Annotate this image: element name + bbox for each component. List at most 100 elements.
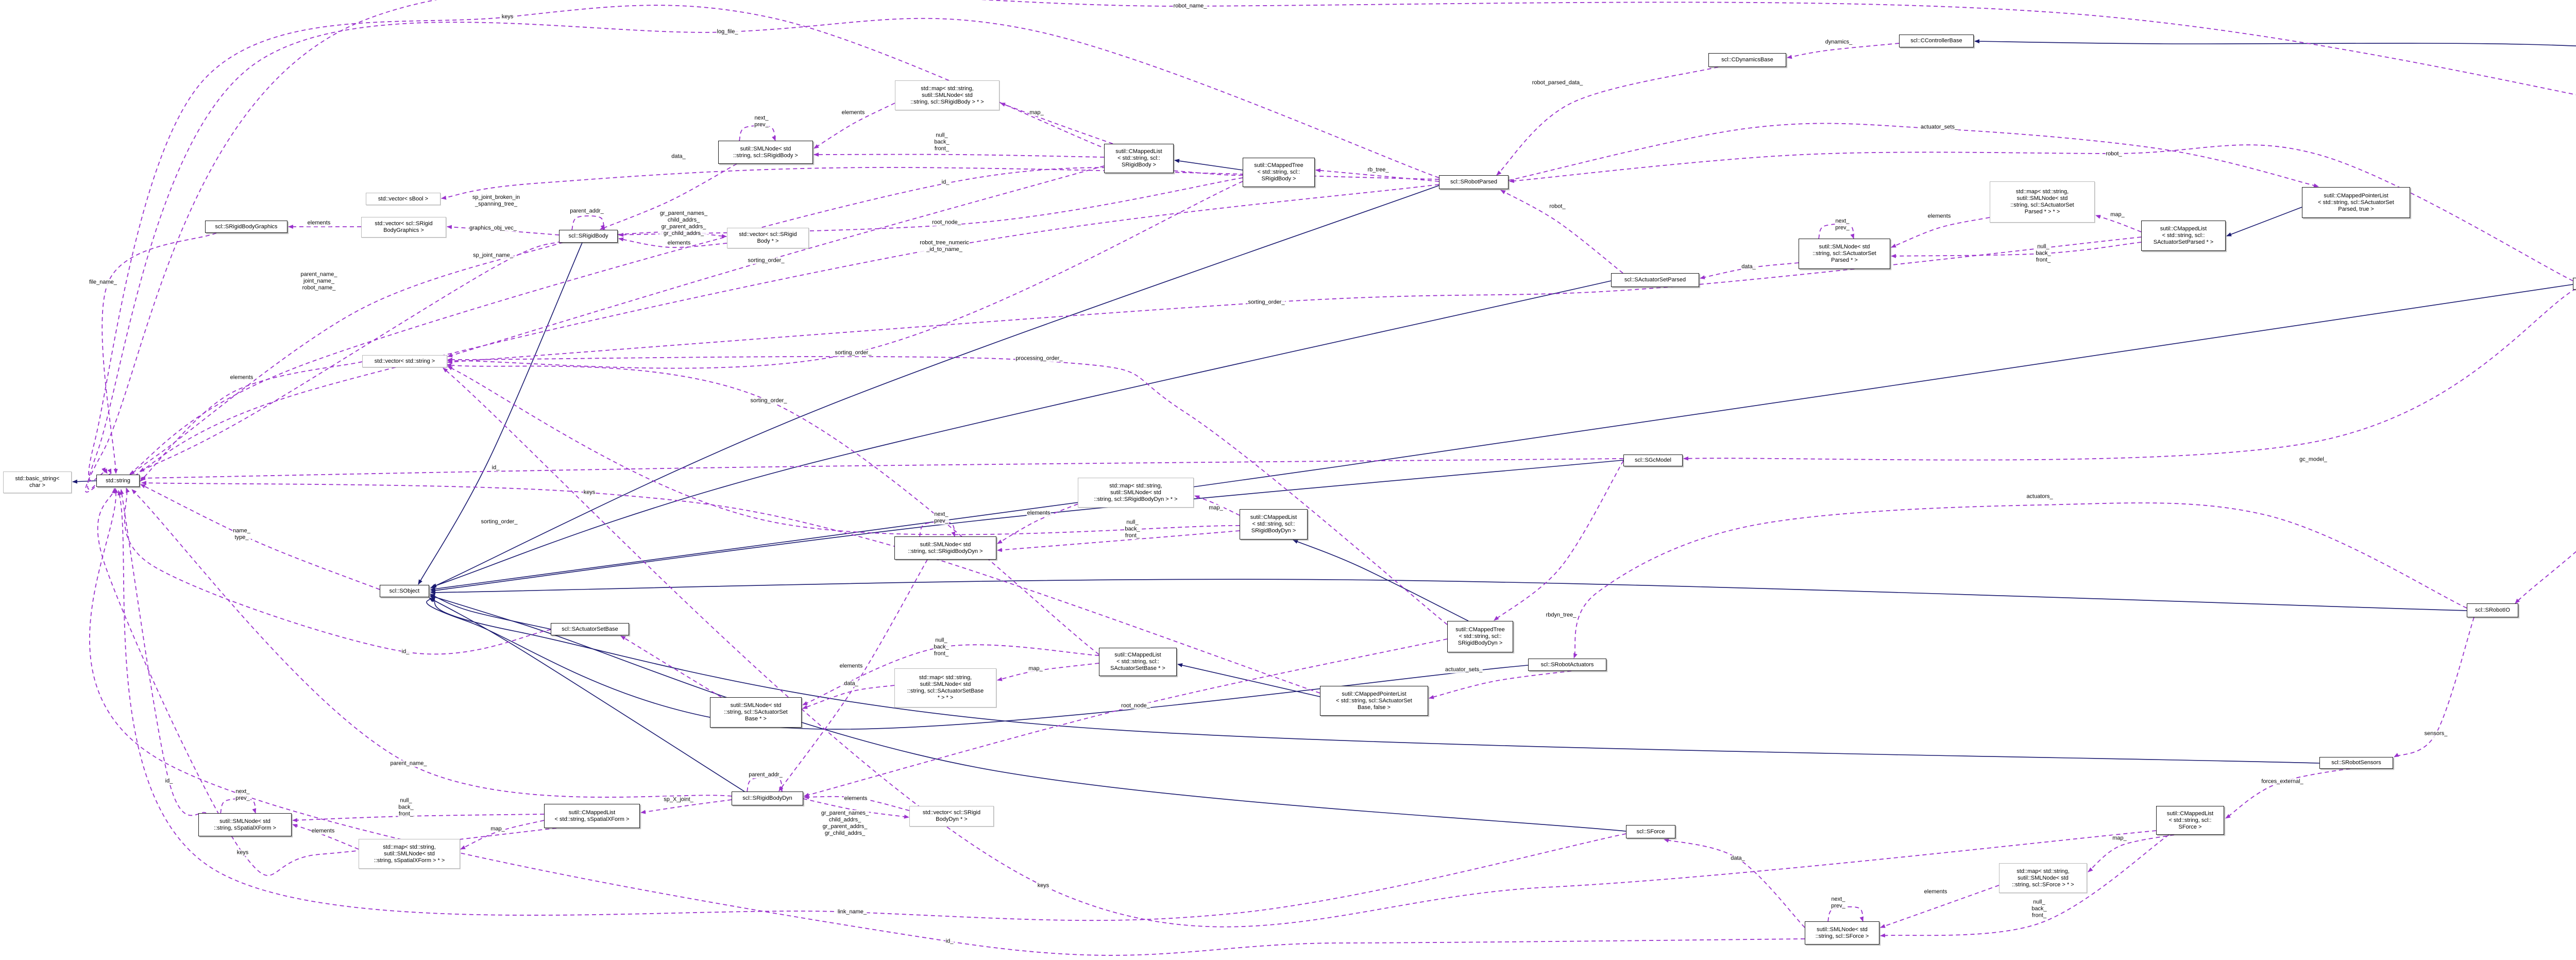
edge-cml-sforce-to-vec-string bbox=[443, 367, 2157, 928]
edge-vec-srigidbody-ptr-to-srigidbody bbox=[618, 237, 727, 248]
node-cml-sactuatorsetbase[interactable]: sutil::CMappedList < std::string, scl:: … bbox=[1099, 648, 1177, 676]
node-srobotsensors[interactable]: scl::SRobotSensors bbox=[2319, 757, 2393, 769]
node-vec-sbool[interactable]: std::vector< sBool > bbox=[366, 193, 440, 205]
edge-cml-sactuatorsetparsed-to-vec-string bbox=[447, 237, 2142, 364]
edge-srobotactuators-to-cmpl-sactuatorsetbase bbox=[1429, 670, 1572, 699]
edge-cml-srigidbody-to-smlnode-srigidbody bbox=[814, 152, 1105, 158]
edge-sforce-to-sobject bbox=[430, 595, 1626, 832]
node-smlnode-srigidbody[interactable]: sutil::SMLNode< std ::string, scl::SRigi… bbox=[718, 141, 813, 164]
edge-cml-sforce-to-smlnode-sforce bbox=[1880, 834, 2170, 938]
edge-sgcmodel-to-sobject bbox=[430, 460, 1624, 593]
edge-srobotsensors-to-sobject bbox=[430, 596, 2320, 764]
node-srigidbodydyn[interactable]: scl::SRigidBodyDyn bbox=[732, 791, 803, 805]
node-srobotparsed[interactable]: scl::SRobotParsed bbox=[1439, 175, 1509, 189]
node-cmpl-sactuatorsetparsed[interactable]: sutil::CMappedPointerList < std::string,… bbox=[2302, 187, 2410, 218]
edge-vec-srigidbodydyn-ptr-to-srigidbodydyn bbox=[804, 795, 910, 811]
node-cdynamicsbase[interactable]: scl::CDynamicsBase bbox=[1708, 53, 1786, 67]
node-vec-string[interactable]: std::vector< std::string > bbox=[362, 355, 447, 367]
node-map-sactuatorsetbase[interactable]: std::map< std::string, sutil::SMLNode< s… bbox=[894, 668, 996, 708]
edge-cmt-srigidbody-to-vec-string bbox=[447, 181, 1243, 369]
edge-smlnode-sspatialxform-to-smlnode-sspatialxform bbox=[220, 798, 257, 814]
edge-map-sforce-to-smlnode-sforce bbox=[1880, 885, 1999, 928]
edge-cml-srigidbody-to-map-srigidbody bbox=[1000, 103, 1113, 144]
node-cml-sforce[interactable]: sutil::CMappedList < std::string, scl:: … bbox=[2156, 806, 2224, 835]
edge-srigidbody-to-sobject bbox=[418, 242, 583, 585]
edge-cml-sactuatorsetparsed-to-smlnode-sactuatorsetparsed bbox=[1891, 242, 2142, 258]
edge-srobotparsed-to-string bbox=[123, 184, 1439, 483]
edge-srobotsensors-to-cml-sforce bbox=[2225, 762, 2394, 819]
edge-smlnode-sforce-to-smlnode-sforce bbox=[1827, 906, 1864, 922]
edge-cml-sspatialxform-to-string bbox=[97, 488, 557, 876]
edge-srigidbody-to-string bbox=[139, 241, 562, 472]
node-smlnode-srigidbodydyn[interactable]: sutil::SMLNode< std ::string, scl::SRigi… bbox=[894, 536, 996, 560]
node-map-sforce[interactable]: std::map< std::string, sutil::SMLNode< s… bbox=[1999, 863, 2087, 893]
edge-scontrollerbase-to-srobotparsed bbox=[1509, 144, 2573, 281]
node-basic-string[interactable]: std::basic_string< char > bbox=[3, 471, 72, 493]
edge-srobotparsed-to-string bbox=[87, 18, 1439, 490]
edge-sactuatorsetparsed-to-sobject bbox=[431, 280, 1612, 587]
edge-srobotio-to-sobject bbox=[430, 579, 2467, 611]
node-vec-srigidbody-ptr[interactable]: std::vector< scl::SRigid Body * > bbox=[727, 228, 809, 248]
edge-sactuatorsetparsed-to-srobotparsed bbox=[1500, 190, 1623, 274]
edge-cml-srigidbodydyn-to-vec-string bbox=[447, 366, 1240, 535]
edge-cml-sspatialxform-to-map-sspatialxform bbox=[460, 820, 545, 850]
edge-smlnode-sactuatorsetparsed-to-smlnode-sactuatorsetparsed bbox=[1818, 223, 1855, 239]
node-sactuatorsetbase[interactable]: scl::SActuatorSetBase bbox=[551, 623, 629, 635]
node-smlnode-sforce[interactable]: sutil::SMLNode< std ::string, scl::SForc… bbox=[1805, 921, 1879, 945]
node-cmt-srigidbody[interactable]: sutil::CMappedTree < std::string, scl:: … bbox=[1243, 158, 1315, 187]
node-cml-srigidbodydyn[interactable]: sutil::CMappedList < std::string, scl:: … bbox=[1240, 509, 1308, 540]
edge-smlnode-srigidbody-to-smlnode-srigidbody bbox=[739, 125, 776, 141]
edge-cml-srigidbody-to-vec-string bbox=[447, 165, 1105, 358]
edge-scontrollerbase-to-sobject bbox=[430, 284, 2573, 591]
edge-map-sspatialxform-to-smlnode-sspatialxform bbox=[292, 824, 359, 850]
edge-cml-srigidbodydyn-to-smlnode-srigidbodydyn bbox=[997, 530, 1240, 552]
edge-cmpl-sactuatorsetparsed-to-cml-sactuatorsetparsed bbox=[2226, 207, 2302, 237]
node-map-sspatialxform[interactable]: std::map< std::string, sutil::SMLNode< s… bbox=[359, 839, 460, 869]
node-srobotactuators[interactable]: scl::SRobotActuators bbox=[1528, 659, 1606, 671]
node-ccontrollerbase[interactable]: scl::CControllerBase bbox=[1899, 35, 1974, 47]
edge-cml-sactuatorsetbase-to-map-sactuatorsetbase bbox=[997, 663, 1099, 681]
edge-srigidbody-to-vec-srigidbodygraphics bbox=[447, 225, 560, 235]
edge-sactuatorsetbase-to-sobject bbox=[430, 594, 551, 630]
edge-cmt-srigidbody-to-string bbox=[122, 167, 1243, 480]
edge-srigidbody-to-string bbox=[129, 242, 564, 475]
node-cmt-srigidbodydyn[interactable]: sutil::CMappedTree < std::string, scl:: … bbox=[1447, 621, 1513, 652]
edge-scontrollerbase-to-srobotio bbox=[2515, 551, 2576, 604]
node-vec-srigidbodygraphics[interactable]: std::vector< scl::SRigid BodyGraphics > bbox=[361, 217, 446, 238]
node-string[interactable]: std::string bbox=[96, 475, 140, 487]
edge-string-to-basic-string bbox=[72, 479, 97, 484]
edge-srobotio-to-srobotsensors bbox=[2394, 617, 2475, 757]
node-map-srigidbody[interactable]: std::map< std::string, sutil::SMLNode< s… bbox=[895, 80, 999, 110]
edge-cdynamicsbase-to-srobotparsed bbox=[1496, 66, 1719, 176]
node-map-sactuatorsetparsed[interactable]: std::map< std::string, sutil::SMLNode< s… bbox=[1990, 181, 2095, 223]
node-sobject[interactable]: scl::SObject bbox=[380, 585, 429, 597]
node-smlnode-sactuatorsetbase[interactable]: sutil::SMLNode< std ::string, scl::SActu… bbox=[710, 697, 802, 728]
edge-smlnode-sforce-to-string bbox=[89, 488, 1805, 956]
edge-cml-sactuatorsetparsed-to-map-sactuatorsetparsed bbox=[2095, 215, 2142, 232]
edge-cml-sspatialxform-to-smlnode-sspatialxform bbox=[292, 814, 545, 822]
node-map-srigidbodydyn[interactable]: std::map< std::string, sutil::SMLNode< s… bbox=[1078, 478, 1194, 508]
edge-srobotparsed-to-cmpl-sactuatorsetparsed bbox=[1508, 123, 2319, 188]
node-smlnode-sactuatorsetparsed[interactable]: sutil::SMLNode< std ::string, scl::SActu… bbox=[1799, 239, 1890, 269]
node-srigidbody[interactable]: scl::SRigidBody bbox=[559, 230, 618, 243]
node-srobotio[interactable]: scl::SRobotIO bbox=[2467, 603, 2518, 617]
node-smlnode-sspatialxform[interactable]: sutil::SMLNode< std ::string, sSpatialXF… bbox=[198, 813, 292, 836]
edge-ccontrollergc-to-ccontrollerbase bbox=[1974, 39, 2576, 47]
node-sgcmodel[interactable]: scl::SGcModel bbox=[1623, 454, 1683, 466]
node-sactuatorsetparsed[interactable]: scl::SActuatorSetParsed bbox=[1611, 273, 1699, 287]
node-cml-sspatialxform[interactable]: sutil::CMappedList < std::string, sSpati… bbox=[544, 804, 640, 828]
node-cml-sactuatorsetparsed[interactable]: sutil::CMappedList < std::string, scl:: … bbox=[2141, 221, 2226, 251]
edge-map-srigidbody-to-smlnode-srigidbody bbox=[814, 103, 895, 149]
edge-vec-string-to-string bbox=[140, 361, 363, 482]
node-cmpl-sactuatorsetbase[interactable]: sutil::CMappedPointerList < std::string,… bbox=[1320, 686, 1428, 716]
edge-srigidbodygraphics-to-string bbox=[101, 232, 217, 474]
node-srigidbodygraphics[interactable]: scl::SRigidBodyGraphics bbox=[205, 221, 287, 233]
edge-smlnode-sforce-to-sforce bbox=[1664, 838, 1805, 928]
node-scontrollerbase[interactable]: scl::SControllerBase bbox=[2573, 278, 2576, 290]
edge-scontrollergc-to-string bbox=[84, 0, 2576, 493]
node-vec-srigidbodydyn-ptr[interactable]: std::vector< scl::SRigid BodyDyn * > bbox=[909, 806, 994, 827]
node-sforce[interactable]: scl::SForce bbox=[1626, 825, 1675, 838]
edge-srigidbodydyn-to-cml-sspatialxform bbox=[640, 799, 732, 814]
node-cml-srigidbody[interactable]: sutil::CMappedList < std::string, scl:: … bbox=[1104, 144, 1174, 173]
edge-sobject-to-string bbox=[140, 484, 380, 590]
